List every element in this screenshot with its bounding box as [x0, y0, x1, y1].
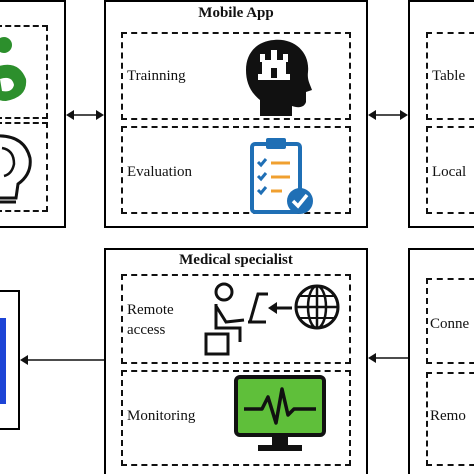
arrow-mobile-to-right: [368, 110, 408, 120]
left-top-panel: [0, 0, 66, 228]
monitoring-label: Monitoring: [127, 408, 196, 424]
left-top-dashed-box-1: [0, 25, 48, 119]
brain-castle-icon: [246, 39, 312, 116]
evaluation-box: [121, 126, 351, 214]
training-label: Trainning: [127, 68, 186, 84]
right-top-panel: [408, 0, 474, 228]
left-top-dashed-box-2: [0, 122, 48, 212]
mobile-app-panel: [104, 0, 368, 228]
right-bottom-label-1: Conne: [430, 316, 470, 332]
green-person-icon: [0, 37, 27, 101]
right-bottom-panel: [408, 248, 474, 474]
lightbulb-icon: [0, 134, 32, 204]
right-top-box-1: [426, 32, 474, 120]
remote-access-label: Remote access: [127, 302, 174, 338]
monitoring-box: [121, 370, 351, 466]
remote-access-box: [121, 274, 351, 364]
right-top-label-1: Table: [432, 68, 466, 84]
evaluation-label: Evaluation: [127, 164, 192, 180]
monitor-heartbeat-icon: [234, 375, 326, 451]
clipboard-check-icon: [250, 138, 313, 214]
arrow-to-left-bottom: [20, 355, 104, 365]
mobile-app-title: Mobile App: [198, 5, 274, 21]
medical-specialist-title: Medical specialist: [179, 252, 293, 268]
right-bottom-box-2: [426, 372, 474, 466]
globe-icon: [294, 284, 340, 330]
arrow-left-to-mobile: [66, 110, 104, 120]
arrow-to-medical-specialist: [368, 353, 408, 363]
right-bottom-box-1: [426, 278, 474, 364]
arrow-globe-to-person: [268, 302, 292, 314]
right-top-box-2: [426, 126, 474, 214]
training-box: [121, 32, 351, 120]
right-bottom-label-2: Remo: [430, 408, 466, 424]
right-top-label-2: Local: [432, 164, 467, 180]
person-laptop-icon: [204, 282, 268, 356]
left-blue-element: [0, 318, 6, 404]
